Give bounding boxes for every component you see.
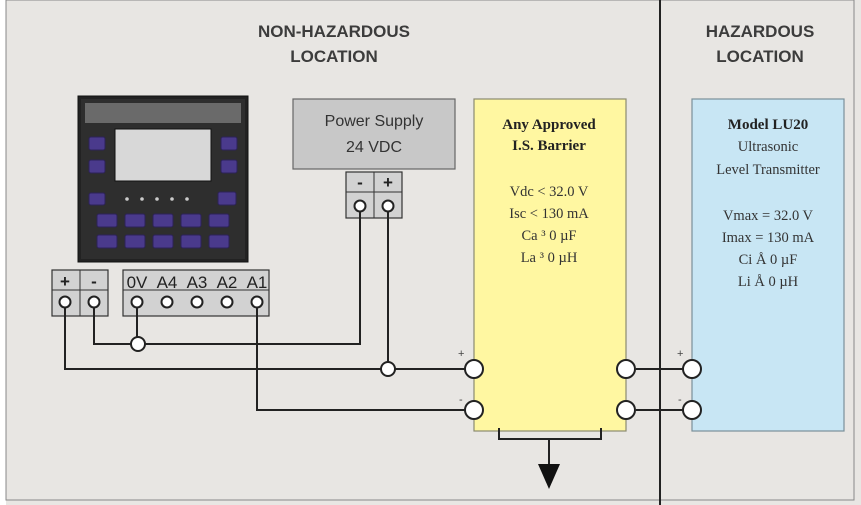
terminal-label-a4: A4 [157,273,178,292]
transmitter-plus-sign: + [677,348,683,360]
barrier-minus-output-terminal [616,400,636,420]
transmitter-spec-vmax: Vmax = 32.0 V [723,208,814,224]
non-hazardous-title-line2: LOCATION [290,47,378,66]
controller-power-terminal-block: + - [51,269,109,317]
power-supply-box [292,98,456,170]
controller-top-strip [85,103,241,123]
power-supply-label: Power Supply [325,113,424,130]
function-key-f9 [180,234,202,249]
function-key-f1 [96,213,118,228]
transmitter-subtitle-line1: Ultrasonic [738,139,798,155]
barrier-spec-vdc: Vdc < 32.0 V [510,184,589,200]
terminal-label-a2: A2 [217,273,238,292]
function-key-f6 [96,234,118,249]
power-supply-plus-label: + [383,173,393,192]
terminal-a1 [250,295,264,309]
controller-io-terminal-block: 0V A4 A3 A2 A1 [122,269,270,317]
transmitter-minus-terminal [682,400,702,420]
wire-a1-to-barrier-minus [256,308,466,411]
terminal-label-a3: A3 [187,273,208,292]
function-key-f10 [208,234,230,249]
hazardous-title-line2: LOCATION [716,47,804,66]
transmitter-spec-li: Li Å 0 µH [738,274,799,290]
barrier-spec-la: La ³ 0 µH [521,250,578,266]
hazardous-title-line1: HAZARDOUS [706,22,815,41]
barrier-minus-sign: - [459,394,463,406]
barrier-box [473,98,627,432]
indicator-dot-4 [170,197,174,201]
diagram-border [5,0,855,501]
enter-key [217,191,237,206]
power-supply-minus-label: - [357,173,363,192]
indicator-dot-3 [155,197,159,201]
indicator-dot-2 [140,197,144,201]
indicator-dot-5 [185,197,189,201]
is-barrier: Any Approved I.S. Barrier Vdc < 32.0 V I… [473,98,627,432]
barrier-plus-sign: + [458,348,464,360]
non-hazardous-title-line1: NON-HAZARDOUS [258,22,410,41]
function-key-f2 [124,213,146,228]
left-key-1 [88,136,106,151]
wire-controller-plus-to-barrier [64,308,466,370]
right-key-1 [220,136,238,151]
function-key-f3 [152,213,174,228]
indicator-dot-1 [125,197,129,201]
transmitter-plus-terminal [682,359,702,379]
function-key-f7 [124,234,146,249]
barrier-plus-input-terminal [464,359,484,379]
controller-plus-terminal [58,295,72,309]
barrier-title-line1: Any Approved [502,117,596,133]
terminal-label-a1: A1 [247,273,268,292]
lu20-transmitter: Model LU20 Ultrasonic Level Transmitter … [691,98,845,432]
transmitter-spec-imax: Imax = 130 mA [722,230,815,246]
esc-key [88,192,106,206]
controller-minus-label: - [91,272,97,291]
function-key-f8 [152,234,174,249]
controller-minus-terminal [87,295,101,309]
controller-screen [114,128,212,182]
barrier-spec-isc: Isc < 130 mA [509,206,589,222]
wire-controller-minus [93,308,131,345]
terminal-a3 [190,295,204,309]
function-key-f5 [208,213,230,228]
left-key-2 [88,159,106,174]
power-supply-plus-terminal [381,199,395,213]
right-key-2 [220,159,238,174]
barrier-minus-input-terminal [464,400,484,420]
terminal-label-0v: 0V [127,273,148,292]
ground-arrow-icon [538,464,560,489]
controller-plus-label: + [60,272,70,291]
transmitter-subtitle-line2: Level Transmitter [716,162,820,178]
transmitter-model: Model LU20 [728,117,808,133]
power-supply-minus-terminal [353,199,367,213]
transmitter-box [691,98,845,432]
junction-ps-plus [380,361,396,377]
terminal-a2 [220,295,234,309]
barrier-title-line2: I.S. Barrier [512,138,586,154]
controller-device [77,95,249,263]
transmitter-spec-ci: Ci Å 0 µF [739,252,798,268]
wiring: + - + - [64,212,702,489]
power-supply: Power Supply 24 VDC - + [292,98,456,219]
transmitter-minus-sign: - [678,394,682,406]
terminal-a4 [160,295,174,309]
barrier-plus-output-terminal [616,359,636,379]
power-supply-voltage: 24 VDC [346,139,402,156]
function-key-f4 [180,213,202,228]
wire-0v-to-ps-minus [145,212,361,345]
barrier-spec-ca: Ca ³ 0 µF [522,228,577,244]
junction-0v [130,336,146,352]
terminal-0v [130,295,144,309]
